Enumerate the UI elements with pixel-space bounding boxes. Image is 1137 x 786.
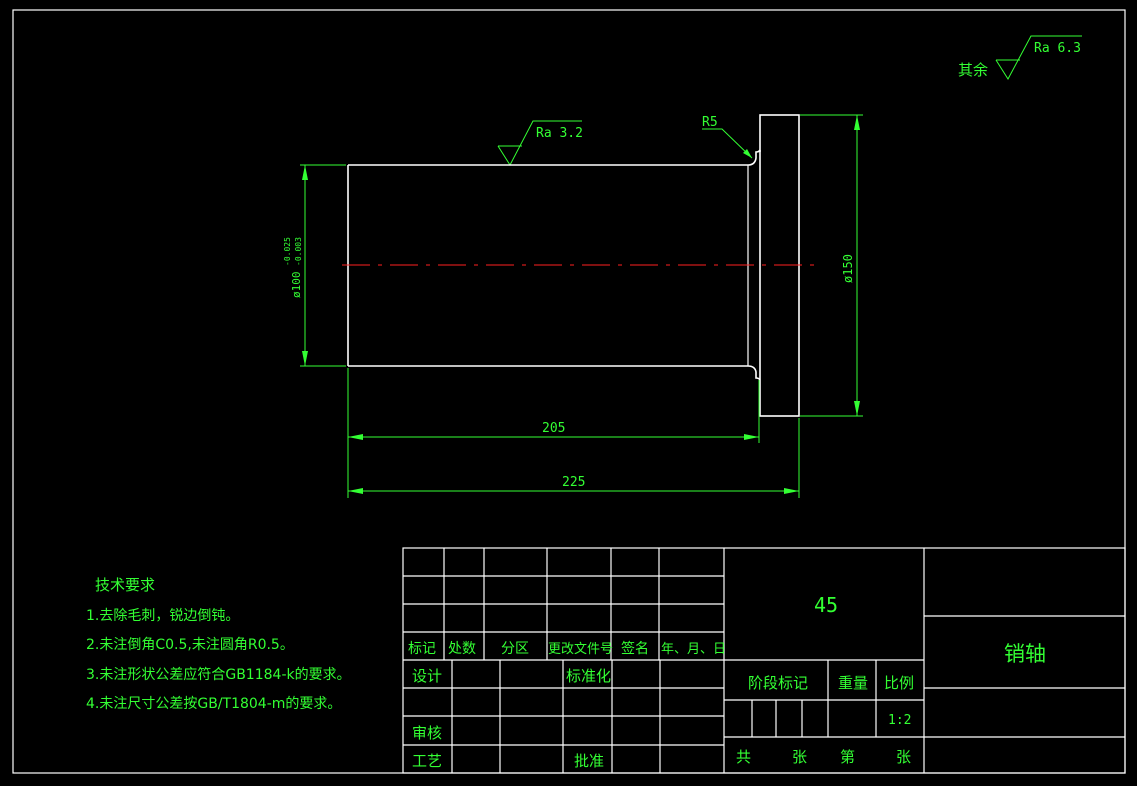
standardization-label: 标准化	[566, 667, 611, 685]
flange-dia-label: ø150	[841, 254, 855, 283]
roughness-other-value: Ra 6.3	[1034, 41, 1081, 56]
review-label: 审核	[412, 724, 442, 742]
rev-header: 分区	[501, 641, 529, 657]
process-label: 工艺	[412, 752, 442, 770]
shaft-dia-tol-upper: -0.025	[283, 237, 292, 266]
tech-requirements: 技术要求 1.去除毛刺，锐边倒钝。 2.未注倒角C0.5,未注圆角R0.5。 3…	[86, 576, 351, 712]
shaft-dia-tol-lower: -0.003	[294, 237, 303, 266]
roughness-surface: Ra 3.2	[497, 120, 583, 167]
rev-header: 更改文件号	[548, 642, 613, 657]
length-205-label: 205	[542, 421, 565, 436]
roughness-other-prefix: 其余	[958, 61, 988, 79]
roughness-symbol	[995, 35, 1082, 80]
tech-req-title: 技术要求	[95, 576, 155, 594]
rev-header: 签名	[621, 640, 649, 657]
length-dim-205: 205	[347, 368, 760, 498]
fillet-annotation: R5	[702, 115, 753, 159]
drawing-frame	[12, 9, 1126, 774]
rev-header: 年、月、日	[661, 642, 726, 657]
rev-header: 处数	[448, 641, 476, 657]
weight-label: 重量	[838, 674, 868, 692]
rev-header: 标记	[408, 641, 436, 657]
sheet-label: 张	[792, 748, 807, 766]
part-name: 销轴	[1004, 642, 1046, 666]
stage-mark-label: 阶段标记	[748, 674, 808, 692]
shaft-diameter-dim: ø100 -0.025 -0.003	[283, 164, 346, 367]
tech-req-item: 3.未注形状公差应符合GB1184-k的要求。	[86, 666, 351, 683]
tech-req-item: 1.去除毛刺，锐边倒钝。	[86, 608, 239, 624]
length-dim-225: 225	[348, 418, 800, 498]
design-label: 设计	[412, 667, 442, 685]
sheet-label-2: 张	[896, 748, 911, 766]
tech-req-item: 2.未注倒角C0.5,未注圆角R0.5。	[86, 637, 294, 653]
material-value: 45	[814, 593, 838, 617]
tech-req-item: 4.未注尺寸公差按GB/T1804-m的要求。	[86, 696, 341, 712]
shaft-dia-label: ø100	[290, 272, 303, 299]
part-outline	[347, 114, 800, 417]
roughness-other: 其余 Ra 6.3	[958, 35, 1082, 80]
total-label: 共	[736, 748, 751, 766]
number-label: 第	[840, 748, 855, 766]
roughness-symbol	[497, 120, 582, 167]
approve-label: 批准	[574, 752, 604, 770]
roughness-surface-value: Ra 3.2	[536, 126, 583, 141]
fillet-label: R5	[702, 115, 718, 130]
scale-label: 比例	[884, 674, 914, 692]
length-225-label: 225	[562, 475, 585, 490]
scale-value: 1:2	[888, 713, 911, 728]
flange-diameter-dim: ø150	[800, 114, 863, 417]
title-block: 45 销轴 标记 处数 分区 更改文件号 签名 年、月、日 设计 标准化 审核 …	[402, 547, 1126, 774]
